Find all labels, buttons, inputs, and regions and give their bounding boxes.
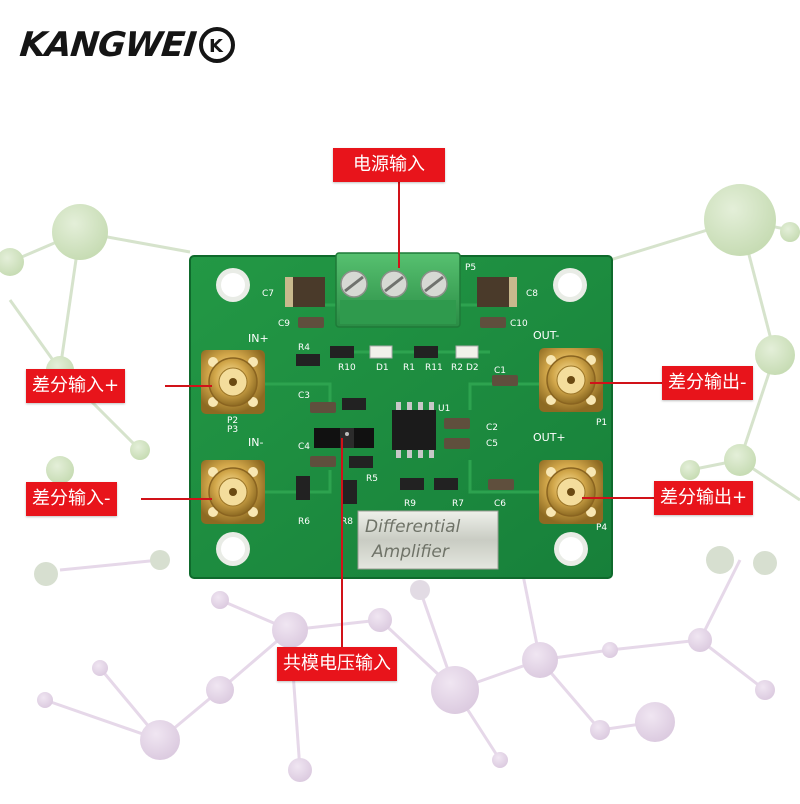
label-out-neg: OUT- <box>533 329 559 342</box>
plate-text: Differential Amplifier <box>365 517 461 562</box>
sma-connector-out-pos <box>539 460 603 524</box>
label-p4: P4 <box>596 523 607 533</box>
callout-diff-output-neg: 差分输出- <box>662 366 753 400</box>
silkscreen-labels: IN+ IN- OUT- OUT+ P3 P2 P1 P4 P5 C7 C8 C… <box>227 263 607 533</box>
label-c8: C8 <box>526 289 538 299</box>
label-r2: R2 <box>451 363 463 373</box>
label-p1: P1 <box>596 418 607 428</box>
sma-connector-in-neg <box>201 460 265 524</box>
mounting-holes <box>216 268 588 566</box>
brand-badge-icon: K <box>199 27 236 63</box>
brand-badge-letter: K <box>209 36 224 57</box>
label-in-pos: IN+ <box>248 332 269 345</box>
sma-connector-in-pos <box>201 350 265 414</box>
label-r10: R10 <box>338 363 356 373</box>
label-c4: C4 <box>298 442 310 452</box>
brand-name: KANGWEI <box>17 25 198 65</box>
label-c10: C10 <box>510 319 528 329</box>
led-d2 <box>455 345 479 359</box>
label-c1: C1 <box>494 366 506 376</box>
label-p5: P5 <box>465 263 476 273</box>
resistors <box>296 346 458 504</box>
label-r9: R9 <box>404 499 416 509</box>
label-u1: U1 <box>438 404 450 414</box>
callout-common-mode-input: 共模电压输入 <box>277 647 397 681</box>
background-nodes <box>0 184 800 782</box>
title-plate <box>357 510 499 570</box>
label-r6: R6 <box>298 517 310 527</box>
label-c9: C9 <box>278 319 290 329</box>
label-d1: D1 <box>376 363 389 373</box>
label-r1: R1 <box>403 363 415 373</box>
plate-line-2: Amplifier <box>371 542 450 562</box>
label-in-neg: IN- <box>248 436 263 449</box>
led-d1 <box>369 345 393 359</box>
label-c7: C7 <box>262 289 274 299</box>
label-c3: C3 <box>298 391 310 401</box>
common-mode-jumper <box>314 428 374 448</box>
ic-u1 <box>392 402 436 458</box>
power-terminal-block <box>335 252 461 328</box>
label-p2: P2 <box>227 416 238 426</box>
label-c2: C2 <box>486 423 498 433</box>
brand-logo: KANGWEI K <box>17 20 237 70</box>
label-p3: P3 <box>227 425 238 435</box>
label-r11: R11 <box>425 363 443 373</box>
label-r8: R8 <box>341 517 353 527</box>
callout-power-input: 电源输入 <box>333 148 445 182</box>
pcb-board: IN+ IN- OUT- OUT+ P3 P2 P1 P4 P5 C7 C8 C… <box>189 252 613 579</box>
label-r7: R7 <box>452 499 464 509</box>
label-c5: C5 <box>486 439 498 449</box>
label-d2: D2 <box>466 363 479 373</box>
label-out-pos: OUT+ <box>533 431 566 444</box>
capacitors <box>285 277 518 490</box>
label-r4: R4 <box>298 343 310 353</box>
label-r5: R5 <box>366 474 378 484</box>
callout-diff-output-pos: 差分输出+ <box>654 481 754 515</box>
callout-diff-input-pos: 差分输入+ <box>26 369 126 403</box>
callout-leaders <box>141 182 662 647</box>
label-c6: C6 <box>494 499 506 509</box>
plate-line-1: Differential <box>365 517 461 537</box>
sma-connector-out-neg <box>539 348 603 412</box>
callout-diff-input-neg: 差分输入- <box>26 482 117 516</box>
